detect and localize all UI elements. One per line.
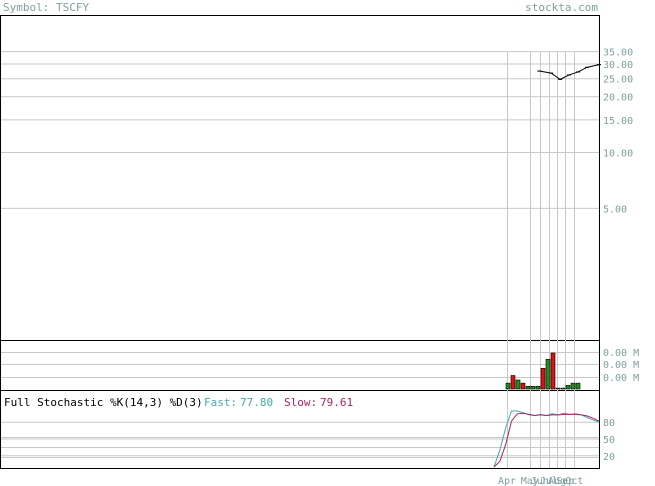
x-tick-label: Apr bbox=[498, 476, 516, 486]
volume-bar bbox=[505, 382, 511, 390]
volume-bar bbox=[525, 385, 531, 390]
volume-bar bbox=[530, 385, 536, 390]
volume-tick-label: 0.00 M bbox=[603, 373, 639, 384]
x-tick-label: Jun bbox=[531, 476, 549, 486]
x-tick-label: Aug bbox=[548, 476, 566, 486]
price-line bbox=[539, 64, 600, 80]
symbol-label: Symbol: TSCFY bbox=[3, 1, 89, 14]
price-tick-label: 5.00 bbox=[603, 204, 627, 215]
volume-bar bbox=[515, 379, 521, 390]
stochastic-panel-frame bbox=[0, 390, 600, 469]
volume-bar bbox=[570, 382, 576, 390]
volume-tick-label: 0.00 M bbox=[603, 360, 639, 371]
volume-bar bbox=[510, 375, 516, 390]
month-gridlines bbox=[507, 52, 575, 468]
slow-legend-label: Slow: bbox=[284, 396, 317, 409]
slow-stochastic-line bbox=[493, 412, 600, 468]
stochastic-tick-label: 80 bbox=[603, 418, 615, 429]
price-tick-label: 35.00 bbox=[603, 48, 633, 59]
volume-bars bbox=[505, 352, 581, 390]
x-tick-label: Sep bbox=[556, 476, 574, 486]
volume-bar bbox=[545, 358, 551, 390]
x-tick-label: Jul bbox=[540, 476, 558, 486]
price-tick-label: 20.00 bbox=[603, 93, 633, 104]
volume-bar bbox=[555, 387, 561, 390]
price-tick-label: 10.00 bbox=[603, 149, 633, 160]
stochastic-tick-label: 50 bbox=[603, 435, 615, 446]
fast-legend-value: 77.80 bbox=[240, 396, 273, 409]
price-grid bbox=[1, 51, 599, 209]
volume-bar bbox=[540, 367, 546, 390]
volume-bar bbox=[565, 385, 571, 390]
stochastic-tick-label: 20 bbox=[603, 452, 615, 463]
x-tick-label: Oct bbox=[565, 476, 583, 486]
volume-bar bbox=[520, 382, 526, 390]
slow-legend-value: 79.61 bbox=[320, 396, 353, 409]
fast-legend-label: Fast: bbox=[204, 396, 237, 409]
volume-bar bbox=[575, 382, 581, 390]
site-label: stockta.com bbox=[525, 1, 598, 14]
volume-axis: 0.00 M0.00 M0.00 M bbox=[603, 348, 639, 384]
price-tick-label: 15.00 bbox=[603, 116, 633, 127]
volume-bar bbox=[560, 387, 566, 390]
volume-bar bbox=[535, 385, 541, 390]
stochastic-legend-title: Full Stochastic %K(14,3) %D(3) bbox=[4, 396, 203, 409]
stochastic-series bbox=[493, 410, 600, 468]
price-tick-label: 25.00 bbox=[603, 75, 633, 86]
price-tick-label: 30.00 bbox=[603, 60, 633, 71]
price-series bbox=[537, 64, 601, 80]
volume-tick-label: 0.00 M bbox=[603, 348, 639, 359]
x-tick-label: May bbox=[521, 476, 539, 486]
volume-bar bbox=[550, 352, 556, 390]
volume-grid bbox=[1, 352, 599, 378]
stochastic-axis: 80 50 20 bbox=[603, 418, 615, 463]
stochastic-grid bbox=[1, 421, 599, 458]
